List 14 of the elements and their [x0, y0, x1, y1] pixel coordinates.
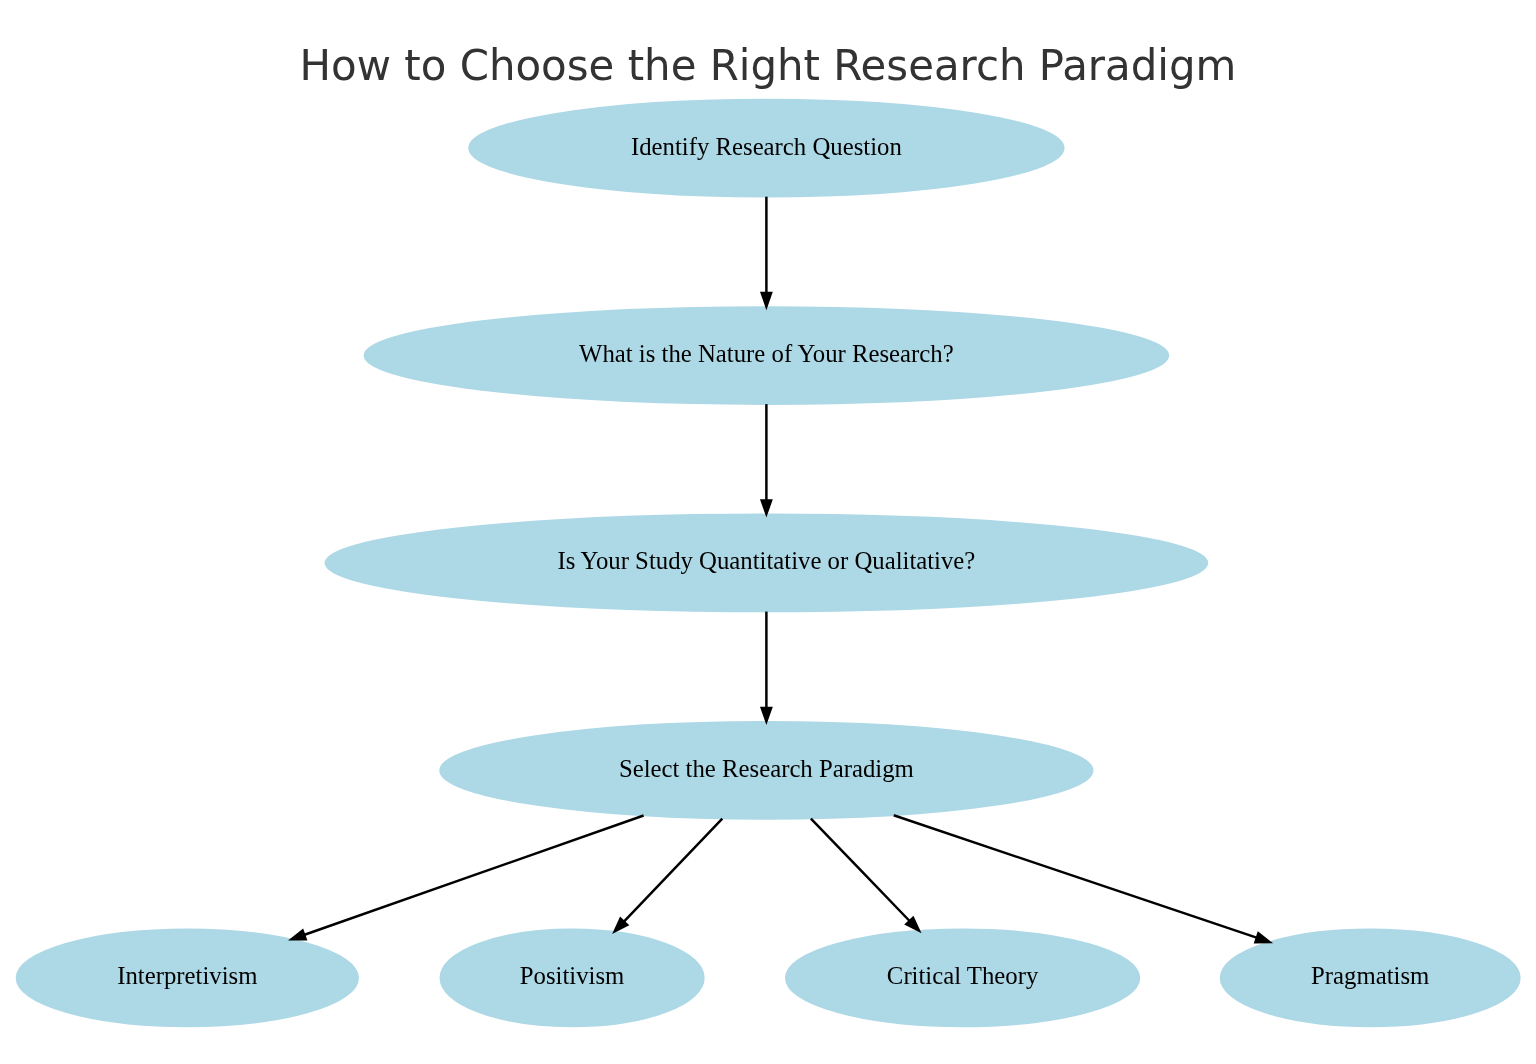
node-ellipse: Is Your Study Quantitative or Qualitative?	[324, 513, 1209, 612]
arrow	[288, 813, 644, 941]
arrow	[759, 196, 773, 310]
node-ellipse: What is the Nature of Your Research?	[363, 305, 1170, 405]
node-ellipse: Critical Theory	[784, 928, 1141, 1027]
diagram-title: How to Choose the Right Research Paradigm	[299, 40, 1237, 90]
node-ellipse: Positivism	[439, 928, 705, 1027]
node-ellipse: Identify Research Question	[468, 98, 1065, 197]
arrow	[759, 611, 773, 725]
arrow	[612, 817, 724, 934]
arrow	[810, 817, 922, 933]
arrow	[759, 403, 773, 518]
node-ellipse: Select the Research Paradigm	[439, 720, 1094, 820]
arrow	[893, 813, 1274, 943]
